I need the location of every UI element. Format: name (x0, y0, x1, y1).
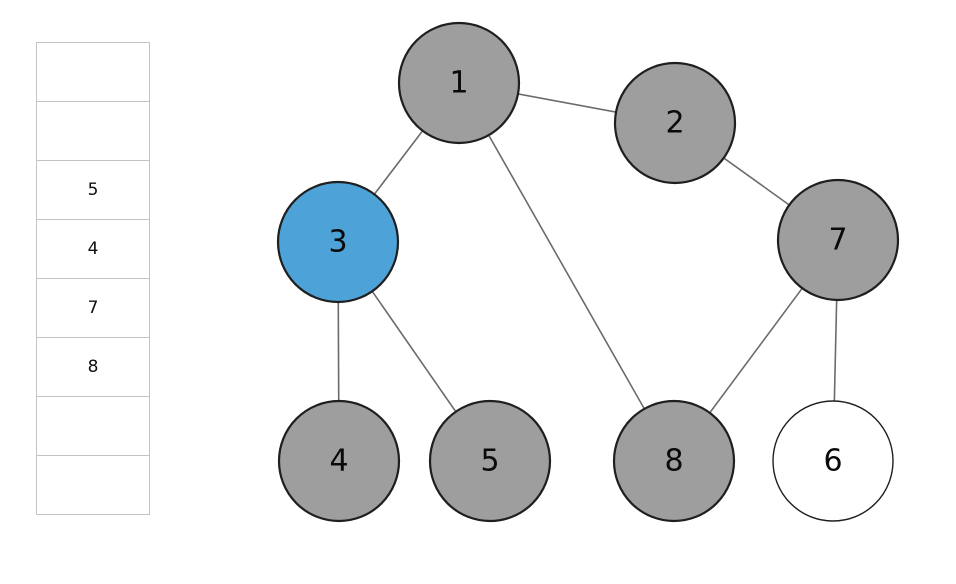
graph-node-2[interactable]: 2 (613, 61, 737, 185)
graph-node-circle-7[interactable] (776, 178, 900, 302)
graph-node-7[interactable]: 7 (776, 178, 900, 302)
graph-node-6[interactable]: 6 (772, 400, 894, 522)
stack-cell-6[interactable] (36, 396, 150, 456)
stack-row (36, 396, 150, 456)
graph-node-circle-5[interactable] (428, 399, 552, 523)
edge-layer (337, 82, 839, 462)
stack-row: 4 (36, 219, 150, 279)
stack-row (36, 455, 150, 515)
stack-row (36, 42, 150, 102)
graph-node-4[interactable]: 4 (277, 399, 401, 523)
graph-node-circle-1[interactable] (397, 21, 521, 145)
graph-node-8[interactable]: 8 (612, 399, 736, 523)
graph-node-circle-3[interactable] (276, 180, 400, 304)
graph-node-circle-2[interactable] (613, 61, 737, 185)
stack-cell-7[interactable] (36, 455, 150, 515)
stack-cell-5[interactable]: 8 (36, 337, 150, 397)
graph-node-5[interactable]: 5 (428, 399, 552, 523)
stack-cell-1[interactable] (36, 101, 150, 161)
graph-node-circle-8[interactable] (612, 399, 736, 523)
graph-node-1[interactable]: 1 (397, 21, 521, 145)
stack-cell-3[interactable]: 4 (36, 219, 150, 279)
stack-row: 7 (36, 278, 150, 338)
graph-node-circle-4[interactable] (277, 399, 401, 523)
graph-node-circle-6[interactable] (772, 400, 894, 522)
stack-cell-2[interactable]: 5 (36, 160, 150, 220)
graph-edge-1-8 (458, 82, 675, 462)
stack-row: 8 (36, 337, 150, 397)
graph-node-3[interactable]: 3 (276, 180, 400, 304)
stack-cell-0[interactable] (36, 42, 150, 102)
stack-row (36, 101, 150, 161)
stack-row: 5 (36, 160, 150, 220)
stack-cell-4[interactable]: 7 (36, 278, 150, 338)
